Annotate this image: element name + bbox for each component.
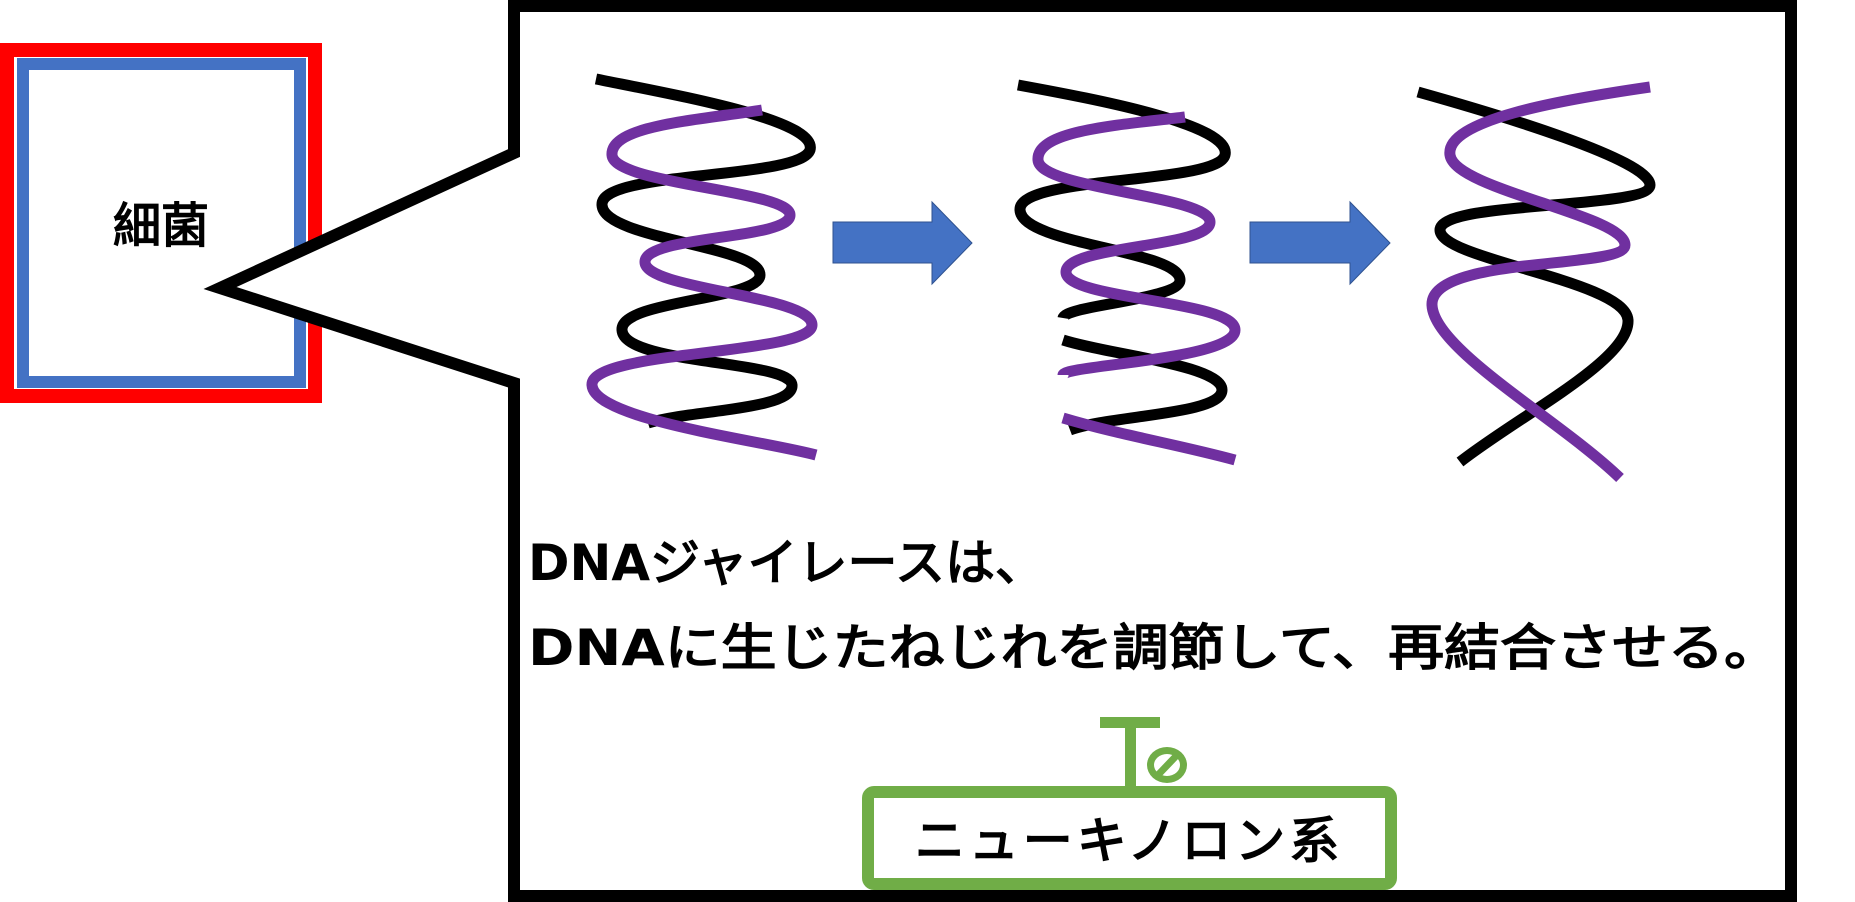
dna-helix-supercoiled	[586, 73, 818, 461]
callout-bubble	[203, 0, 1797, 902]
right-arrow-icon	[1249, 200, 1391, 286]
strand-black	[1014, 79, 1231, 322]
right-arrow-icon	[832, 200, 973, 286]
bacterium-label: 細菌	[113, 198, 209, 254]
drug-class-label: ニューキノロン系	[915, 812, 1344, 870]
strand-purple-lower	[1061, 412, 1237, 466]
bacterium-cell: 細菌	[0, 43, 322, 403]
dna-helix-cut	[1014, 79, 1241, 466]
description-line-1: DNAジャイレースは、	[528, 534, 1045, 592]
no-entry-icon	[1147, 747, 1187, 783]
description-line-2: DNAに生じたねじれを調節して、再結合させる。	[528, 619, 1780, 677]
inhibit-icon	[1100, 717, 1187, 792]
strand-purple	[1426, 81, 1651, 482]
cell-wall-inner	[17, 58, 306, 388]
strand-purple	[1032, 111, 1241, 381]
cell-wall-outer	[0, 43, 322, 403]
drug-class-box: ニューキノロン系	[862, 786, 1397, 890]
strand-black	[594, 73, 816, 429]
strand-black-lower	[1061, 334, 1228, 436]
strand-purple	[586, 104, 818, 461]
dna-helix-relaxed	[1416, 81, 1656, 482]
drug-box-border	[862, 786, 1397, 890]
strand-black	[1416, 86, 1656, 467]
t-bar-stem	[1125, 720, 1136, 792]
